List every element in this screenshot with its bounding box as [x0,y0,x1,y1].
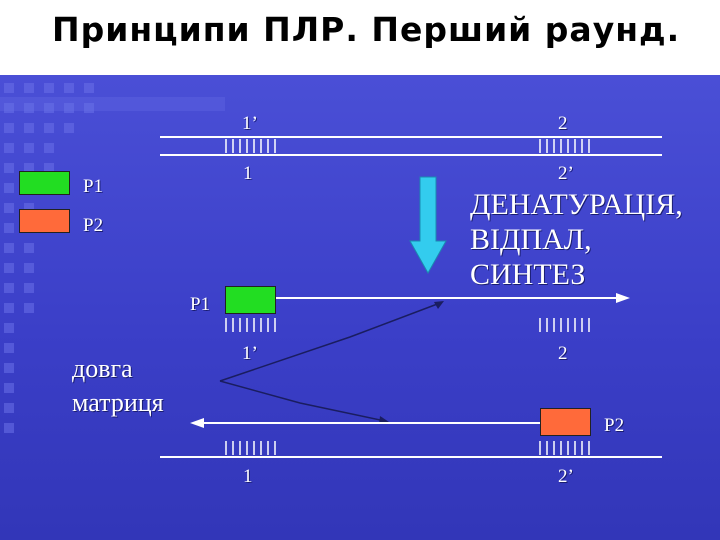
zigzag-pointer-lower [219,380,386,422]
down-arrow-icon [409,176,447,275]
p1-primer-box [225,286,276,314]
bot-left-hatch [225,441,276,455]
slide-title: Принципи ПЛР. Перший раунд. [52,10,681,49]
title-bar: Принципи ПЛР. Перший раунд. [0,0,720,75]
pcr-diagram [160,136,662,458]
mid-left-hatch [225,318,276,332]
p2-legend-swatch [19,209,70,233]
p1-extension-arrowhead [616,293,630,303]
top-label-1-prime: 1’ [242,113,258,134]
decorative-squares [0,83,225,433]
bottom-label-2-prime: 2’ [558,466,574,487]
p1-primer-label: P1 [190,294,211,315]
bot-right-hatch [539,441,590,455]
p1-legend-swatch [19,171,70,195]
long-template-label: довга матриця [72,354,164,417]
p2-extension-arrowhead [190,418,204,428]
top-label-1: 1 [243,163,253,184]
mid-label-1-prime: 1’ [242,343,258,364]
slide-canvas: P1 P2 1’ 2 1 2’ ДЕНАТУРАЦІЯ, ВІДПАЛ, СИН… [0,75,720,540]
bottom-label-1: 1 [243,466,253,487]
mid-right-hatch [539,318,590,332]
step-synthesis: СИНТЕЗ [470,258,586,291]
top-left-hatch [225,139,276,153]
zigzag-arrowhead-upper [434,301,444,309]
zigzag-pointer-upper [219,302,441,382]
p2-legend-label: P2 [83,215,104,236]
p2-primer-label: P2 [604,415,625,436]
top-label-2-prime: 2’ [558,163,574,184]
mid-label-2: 2 [558,343,568,364]
step-annealing: ВІДПАЛ, [470,223,592,256]
top-right-hatch [539,139,590,153]
p1-legend-label: P1 [83,176,104,197]
step-denaturation: ДЕНАТУРАЦІЯ, [470,188,683,221]
step-description: ДЕНАТУРАЦІЯ, ВІДПАЛ, СИНТЕЗ [470,187,683,292]
p2-primer-box [540,408,591,436]
top-label-2: 2 [558,113,568,134]
